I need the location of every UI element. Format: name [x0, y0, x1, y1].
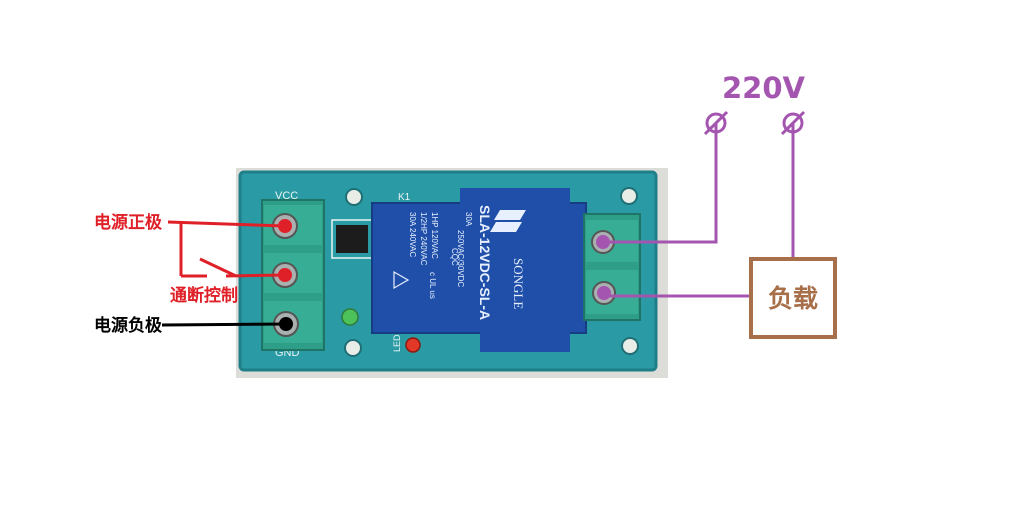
label-voltage: 220V [722, 71, 806, 105]
wire-power-negative [161, 322, 287, 327]
k1-silkscreen: K1 [398, 192, 411, 203]
pcb-edge [238, 170, 658, 372]
wire-power-positive [167, 220, 286, 228]
mains-terminal-slash [780, 110, 806, 136]
mains-terminal-circle [782, 112, 804, 134]
label-on-off-control: 通断控制 [170, 285, 238, 306]
wire-to-input [225, 273, 286, 278]
green-led [341, 308, 359, 326]
relay-rating-line: 30A 240VAC [408, 212, 417, 257]
relay-rating-line: 250VAC/30VDC [456, 230, 465, 287]
mounting-hole [344, 339, 362, 357]
label-load: 负载 [768, 284, 818, 313]
warning-triangle-icon [393, 270, 410, 290]
relay-top-extension [460, 188, 570, 208]
switch-blade [199, 257, 237, 278]
relay-rating-line: 1HP 120VAC [430, 212, 439, 259]
label-power-positive: 电源正极 [94, 212, 162, 233]
load-box [749, 257, 837, 339]
relay-brand-logo [490, 210, 526, 232]
relay-rating-line: 30A [464, 212, 473, 227]
mounting-hole [345, 188, 363, 206]
mounting-hole [621, 337, 639, 355]
relay-ul-mark: c UL us [428, 272, 437, 299]
red-control-wires [167, 220, 286, 278]
relay-body [371, 202, 587, 334]
red-led [405, 337, 421, 353]
label-power-negative: 电源负极 [94, 315, 162, 336]
relay-bottom-extension [480, 328, 570, 352]
optocoupler-chip [336, 225, 368, 253]
mounting-hole [620, 187, 638, 205]
relay-cert: CQC [450, 248, 459, 266]
purple-marker-no [597, 286, 611, 300]
mains-terminal-left [703, 110, 729, 136]
wire-com-to-mains [603, 123, 718, 244]
relay-brand: SONGLE [511, 258, 526, 309]
relay-ratings: 1HP 120VAC 1/2HP 240VAC 30A 240VAC 30A 2… [408, 212, 473, 299]
relay-model: SLA-12VDC-SL-A [477, 205, 493, 320]
mains-terminal-right [780, 110, 806, 136]
relay-rating-line: 1/2HP 240VAC [419, 212, 428, 266]
mains-terminal-circle [705, 112, 727, 134]
purple-load-wires [603, 123, 795, 298]
mains-terminal-slash [703, 110, 729, 136]
led5-silkscreen: LED5 [392, 329, 402, 352]
